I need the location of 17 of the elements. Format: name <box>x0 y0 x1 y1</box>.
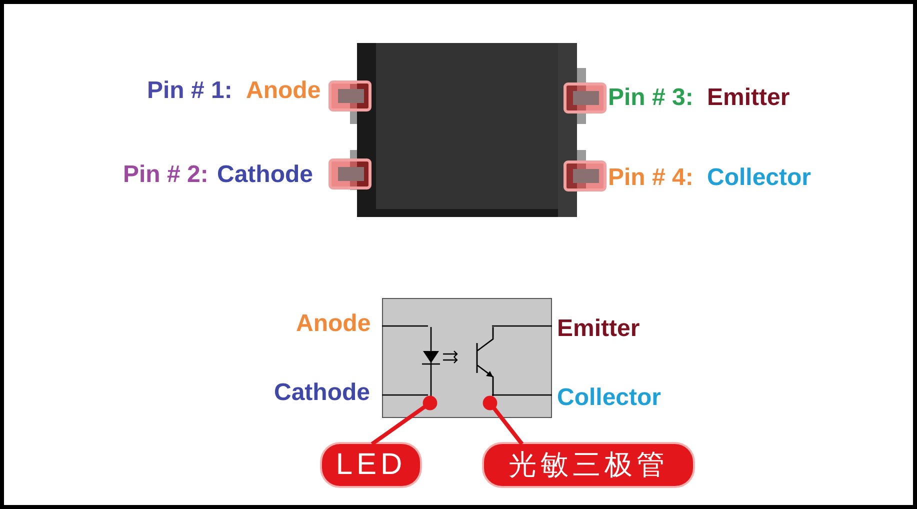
pin-number: Pin # 3: <box>608 85 694 111</box>
callout-label: LED <box>322 444 420 486</box>
callout-label: 光敏三极管 <box>484 444 693 486</box>
leader-line <box>370 396 438 446</box>
pin-number: Pin # 1: <box>147 78 232 104</box>
schematic-box <box>382 298 552 418</box>
pin-name: Emitter <box>557 316 640 342</box>
pin-name: Cathode <box>217 162 313 188</box>
pin-number: Pin # 2: <box>123 162 208 188</box>
pin-name: Cathode <box>274 380 370 406</box>
pin-name: Collector <box>707 165 812 191</box>
pin-name: Emitter <box>707 85 790 111</box>
pin-name: Anode <box>246 78 321 104</box>
pin-name: Collector <box>557 385 662 411</box>
pin-name: Anode <box>296 311 371 337</box>
pin-number: Pin # 4: <box>608 165 694 191</box>
leader-line <box>482 396 524 446</box>
